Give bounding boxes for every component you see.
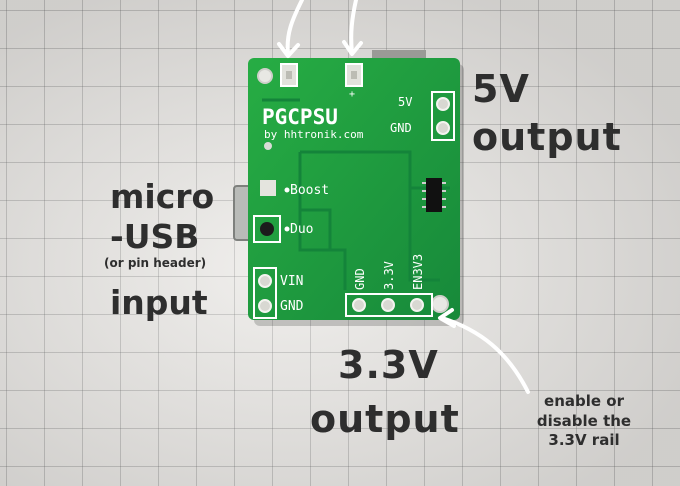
pad-5v [436, 97, 450, 111]
label-enable-note: enable or disable the 3.3V rail [524, 392, 644, 451]
by-line-text: by hhtronik.com [264, 128, 364, 141]
label-pin-header: (or pin header) [104, 256, 207, 270]
silk-gnd-bottom: GND [353, 268, 367, 290]
silk-gnd-top: GND [390, 121, 412, 135]
silk-dot [284, 226, 290, 232]
label-usb: -USB [110, 217, 200, 256]
silk-dot [284, 187, 290, 193]
duo-jumper-outline [253, 215, 281, 243]
arrows [277, 0, 530, 394]
pad-gnd-vin [258, 299, 272, 313]
label-3v3-output: output [310, 397, 460, 441]
pcb-board [248, 58, 460, 320]
arrow-head [342, 40, 363, 56]
silk-en3v3: EN3V3 [411, 254, 425, 290]
smd-chip [426, 178, 442, 212]
arrow-to-minus-pad [285, 0, 304, 56]
enable-line-1: enable or [544, 392, 624, 410]
plus-mark: + [349, 89, 355, 100]
mounting-hole [431, 295, 449, 313]
label-5v: 5V [472, 67, 530, 111]
silk-3v3: 3.3V [382, 261, 396, 290]
duo-jumper-blob [260, 222, 274, 236]
header-vin-outline [253, 267, 277, 319]
arrow-to-en3v3 [440, 316, 530, 394]
brand-text: PGCPSU [262, 105, 338, 129]
boost-jumper [260, 180, 276, 196]
label-3v3: 3.3V [338, 343, 439, 387]
silk-duo: Duo [290, 222, 313, 237]
enable-line-2: disable the [536, 411, 632, 430]
silk-vin: VIN [280, 274, 303, 289]
arrow-head [277, 42, 300, 58]
pad-en3v3 [410, 298, 424, 312]
pad-gnd-3v3 [352, 298, 366, 312]
pad-vin [258, 274, 272, 288]
enable-line-3: 3.3V rail [548, 431, 620, 449]
silk-gnd-left: GND [280, 299, 304, 314]
pad-center [286, 71, 292, 79]
via-hole [264, 142, 272, 150]
silk-boost: Boost [290, 183, 329, 198]
silk-5v: 5V [398, 95, 412, 109]
header-3v3-outline [345, 293, 433, 317]
arrow-to-plus-pad [349, 0, 358, 54]
label-input: input [110, 283, 208, 322]
pad-3v3 [381, 298, 395, 312]
label-5v-output: output [472, 115, 622, 159]
header-5v-outline [431, 91, 455, 141]
arrow-head [438, 308, 456, 328]
label-micro: micro [110, 177, 215, 216]
mounting-hole [257, 68, 273, 84]
pad-gnd-5v [436, 121, 450, 135]
chip-pins [422, 182, 446, 208]
pad-center [351, 71, 357, 79]
